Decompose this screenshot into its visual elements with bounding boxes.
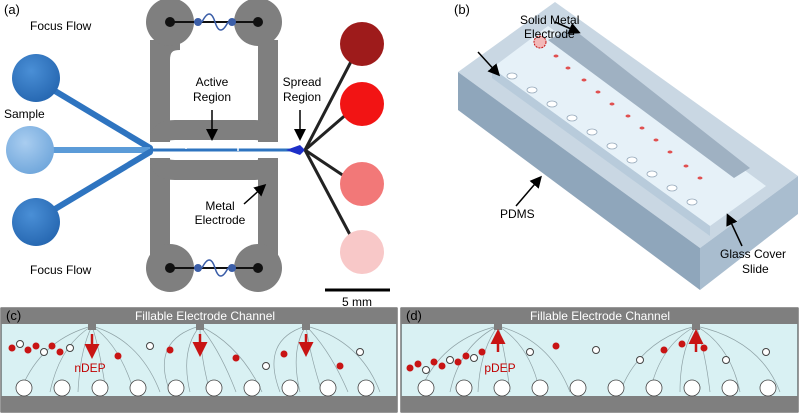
panel-b-label: (b) xyxy=(454,2,470,17)
solid-metal-arrow-1 xyxy=(554,21,581,34)
active-region-label-1: Active xyxy=(196,75,229,89)
panel-d-channel-title: Fillable Electrode Channel xyxy=(530,309,670,323)
panel-c-force-label: nDEP xyxy=(74,361,105,375)
channel-floor xyxy=(492,26,766,226)
spread-region-label-1: Spread xyxy=(283,75,322,89)
panel-c-cells xyxy=(8,340,364,370)
panel-a-label: (a) xyxy=(4,2,20,17)
outlet-3 xyxy=(340,162,384,206)
outlet-1 xyxy=(340,22,384,66)
panel-d-pillars xyxy=(417,379,777,397)
pdms-label: PDMS xyxy=(500,207,535,221)
outlet-4 xyxy=(340,230,384,274)
solid-metal-label-1: Solid Metal xyxy=(520,13,579,27)
sample-label: Sample xyxy=(4,107,45,121)
solid-metal-electrode xyxy=(548,28,750,178)
panel-d-force-label: pDEP xyxy=(484,361,515,375)
metal-electrode-label-2: Electrode xyxy=(195,213,246,227)
pdms-block-front xyxy=(458,72,700,290)
spread-region-label-2: Region xyxy=(283,90,321,104)
active-region-box xyxy=(185,142,239,158)
focus-flow-bottom-label: Focus Flow xyxy=(30,263,92,277)
metal-electrode-arrow xyxy=(243,183,267,205)
glass-arrow xyxy=(726,213,743,247)
sample-inlet xyxy=(6,126,150,174)
glass-label-1: Glass Cover xyxy=(720,247,786,261)
panel-d-label: (d) xyxy=(406,308,422,323)
panel-c-electrode-channel xyxy=(1,308,397,324)
spread-region xyxy=(286,145,305,155)
pdms-arrow xyxy=(515,175,542,207)
panel-c-label: (c) xyxy=(6,308,21,323)
panel-c-floor xyxy=(1,396,397,412)
focus-flow-top-label: Focus Flow xyxy=(30,19,92,33)
outlet-2 xyxy=(340,82,384,126)
panel-d-floor xyxy=(401,396,798,412)
panel-d-electrode-channel xyxy=(401,308,798,324)
panel-c-pillars xyxy=(15,379,375,397)
panel-a: (a) Focus Flow Sample Focus Flow xyxy=(4,0,390,309)
panel-d-cells xyxy=(406,340,770,374)
panel-b: (b) xyxy=(454,2,798,290)
panel-c: Fillable Electrode Channel (c) xyxy=(0,307,398,413)
active-region-label-2: Region xyxy=(193,90,231,104)
pillars xyxy=(506,72,698,206)
outlets xyxy=(303,22,384,274)
solid-metal-label-2: Electrode xyxy=(524,27,575,41)
focus-flow-bottom-inlet xyxy=(12,149,153,246)
glass-label-2: Slide xyxy=(742,262,769,276)
channel-wall xyxy=(492,68,710,236)
metal-electrode-top xyxy=(146,0,282,142)
metal-electrode-label-1: Metal xyxy=(205,199,234,213)
scale-bar-label: 5 mm xyxy=(342,295,372,309)
pdms-block-side xyxy=(700,176,798,290)
cells-stream xyxy=(533,35,703,180)
solid-metal-arrow-2 xyxy=(477,51,501,77)
focus-flow-top-inlet xyxy=(12,54,153,151)
metal-electrode-bottom xyxy=(146,158,282,292)
panel-d: Fillable Electrode Channel (d) xyxy=(400,307,799,413)
panel-c-channel-title: Fillable Electrode Channel xyxy=(135,309,275,323)
